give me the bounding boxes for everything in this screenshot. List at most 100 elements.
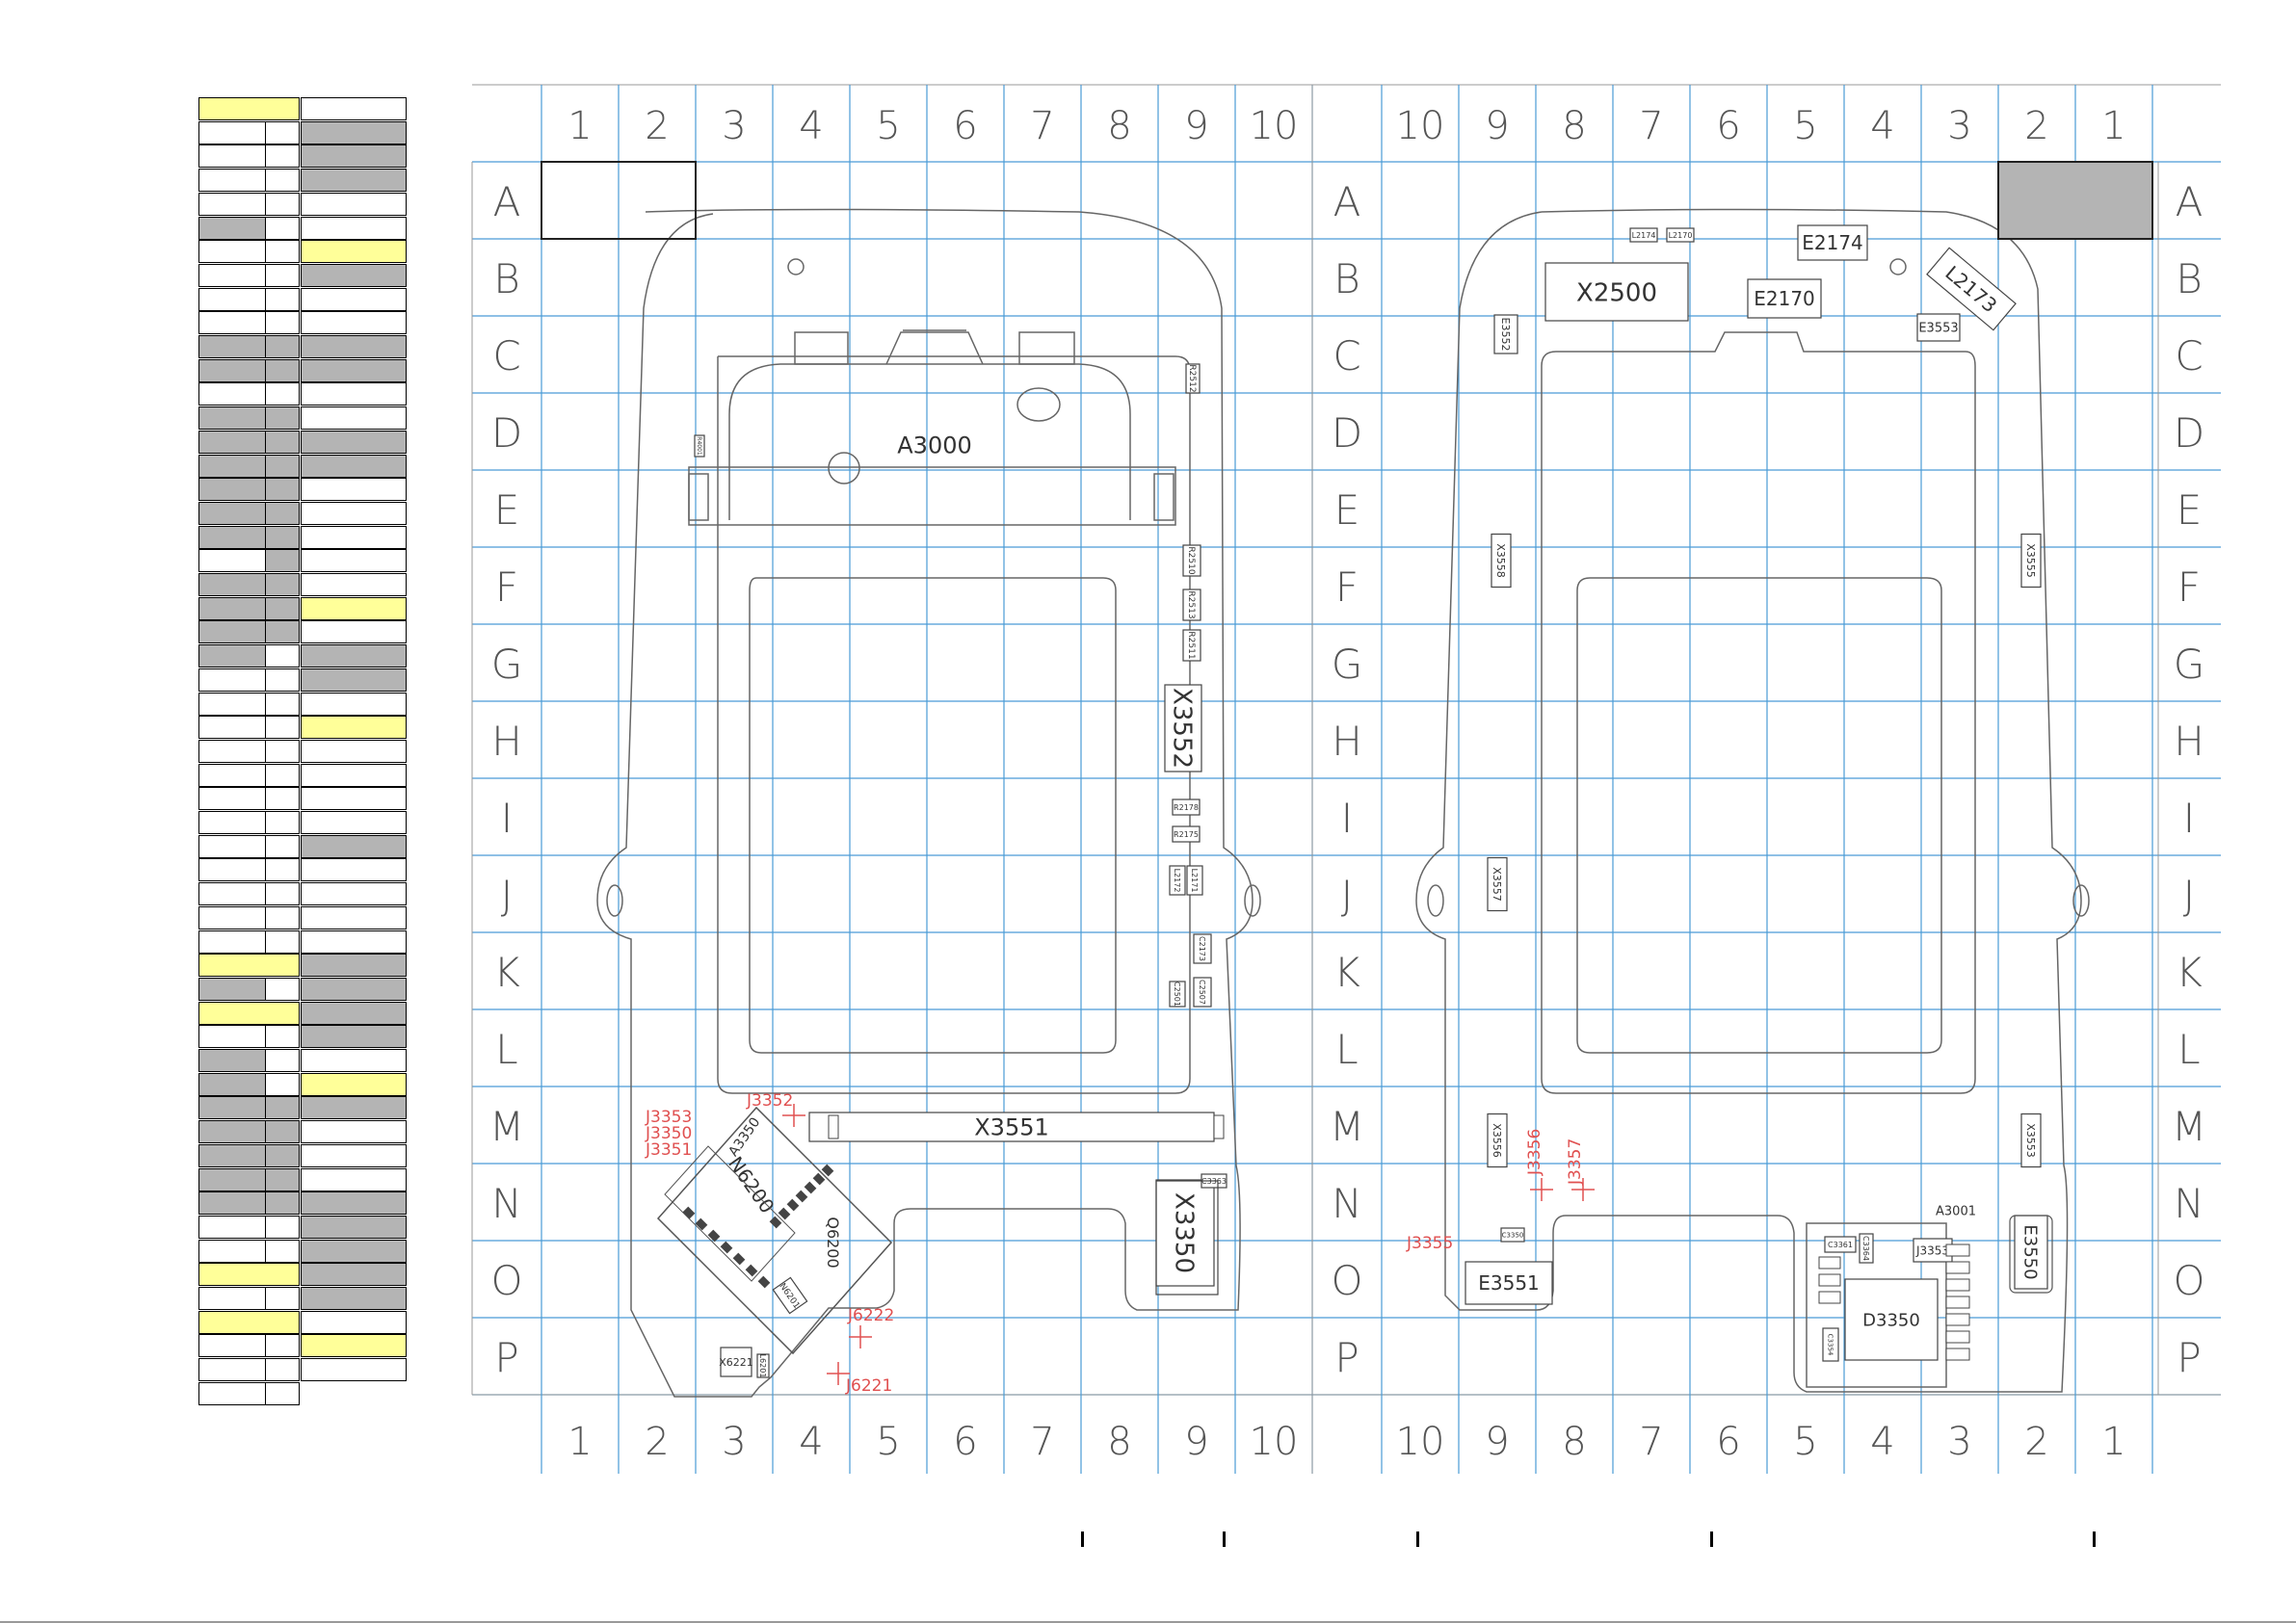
legend-cell-mid [265, 1215, 300, 1239]
component-body [720, 1347, 752, 1377]
component-x3557: X3557 [1487, 856, 1508, 912]
legend-cell-mid [265, 882, 300, 906]
n6200-pad [795, 1190, 808, 1203]
col-number-top: 4 [799, 104, 823, 148]
component-c2173: C2173 [1193, 933, 1212, 964]
legend-cell-left [198, 454, 266, 478]
legend-cell-mid [265, 240, 300, 264]
component-r2513: R2513 [1182, 589, 1201, 621]
component-label: N6200 [724, 1152, 779, 1217]
legend-cell-right [301, 905, 407, 929]
legend-cell-right [301, 169, 407, 193]
component-l2170: L2170 [1666, 227, 1695, 243]
component-e2170: E2170 [1747, 278, 1822, 319]
legend-cell-mid [265, 1143, 300, 1167]
row-letter-right: A [2176, 178, 2204, 225]
component-body [772, 1276, 808, 1315]
component-body [1185, 363, 1201, 394]
legend-cell-left [198, 573, 266, 596]
component-label: L2171 [1190, 869, 1199, 893]
row-letter-right: J [2183, 872, 2195, 919]
test-point-cross [1571, 1178, 1595, 1201]
row-letter-center: G [1332, 641, 1363, 688]
component-body [1172, 798, 1201, 816]
col-number-top: 4 [1870, 104, 1894, 148]
col-number-top: 3 [1947, 104, 1971, 148]
col-number-bottom: 8 [1107, 1420, 1131, 1464]
legend-cell-left [198, 169, 266, 193]
component-body [694, 434, 705, 458]
component-c3364: C3364 [1859, 1233, 1874, 1264]
col-number-top: 6 [953, 104, 977, 148]
row-letter-left: H [491, 718, 522, 765]
test-point-label: J3350 [645, 1124, 692, 1143]
col-number-bottom: 1 [2101, 1420, 2125, 1464]
legend-cell-left [198, 763, 266, 787]
legend-cell-right [301, 1120, 407, 1144]
component-body [1186, 865, 1203, 896]
legend-cell-mid [265, 739, 300, 763]
legend-cell-right [301, 977, 407, 1001]
component-x3556: X3556 [1487, 1113, 1508, 1168]
component-body [1487, 1113, 1508, 1168]
legend-cell-mid [265, 120, 300, 144]
col-number-top: 1 [2101, 104, 2125, 148]
row-letter-left: G [491, 641, 523, 688]
d3350-cap [1945, 1278, 1970, 1292]
row-letter-center: O [1331, 1257, 1362, 1304]
component-label: E2174 [1802, 231, 1863, 254]
component-j3353b: J3353 [1913, 1238, 1953, 1263]
n6200-pad [804, 1181, 817, 1194]
component-label: A3000 [897, 432, 972, 459]
col-number-top: 10 [1396, 104, 1445, 148]
scale-tick [1710, 1531, 1713, 1547]
component-body [1822, 1327, 1839, 1362]
legend-cell-mid [265, 668, 300, 692]
component-label: E3552 [1499, 318, 1512, 352]
legend-cell-left [198, 192, 266, 216]
col-number-top: 1 [567, 104, 592, 148]
component-body [1193, 933, 1212, 964]
component-body [1859, 1233, 1874, 1264]
n6200-pad [821, 1164, 834, 1177]
test-point-cross [849, 1325, 872, 1348]
legend-cell-right [301, 1096, 407, 1120]
legend-cell-left [198, 263, 266, 287]
row-letter-center: N [1332, 1180, 1361, 1227]
row-letter-right: E [2177, 486, 2203, 534]
legend-cell-right [301, 573, 407, 596]
component-r2510: R2510 [1182, 544, 1201, 577]
row-letter-center: D [1332, 409, 1362, 457]
legend-cell-left [198, 668, 266, 692]
legend-cell-mid [265, 358, 300, 382]
legend-cell-left [198, 787, 266, 811]
component-label: X2500 [1576, 278, 1657, 307]
component-l6201: L6201 [756, 1353, 770, 1378]
legend-cell-mid [265, 169, 300, 193]
col-number-bottom: 4 [1870, 1420, 1894, 1464]
col-number-bottom: 10 [1396, 1420, 1445, 1464]
row-letter-center: F [1335, 563, 1359, 611]
legend-cell-mid [265, 1358, 300, 1382]
component-e3552: E3552 [1493, 314, 1518, 354]
row-letter-right: K [2176, 949, 2203, 996]
component-e3550: E3550 [2014, 1215, 2048, 1290]
component-label: L2174 [1632, 231, 1656, 240]
d3350-cap-left [1818, 1273, 1841, 1287]
component-c2507: C2507 [1193, 977, 1212, 1008]
legend-cell-mid [265, 430, 300, 454]
legend-cell-left [198, 692, 266, 716]
component-label: X3553 [2024, 1123, 2037, 1158]
component-label: C3350 [1502, 1232, 1524, 1240]
legend-cell-right [301, 668, 407, 692]
component-x3555: X3555 [2020, 533, 2042, 589]
component-label: L2170 [1669, 231, 1693, 240]
legend-cell-mid [265, 525, 300, 549]
legend-cell-left [198, 1334, 266, 1358]
n6200-pad [720, 1241, 733, 1254]
d3350-cap [1945, 1243, 1970, 1257]
d3350-cap [1945, 1261, 1970, 1274]
legend-cell-mid [265, 1072, 300, 1096]
component-label: Q6200 [824, 1217, 842, 1268]
